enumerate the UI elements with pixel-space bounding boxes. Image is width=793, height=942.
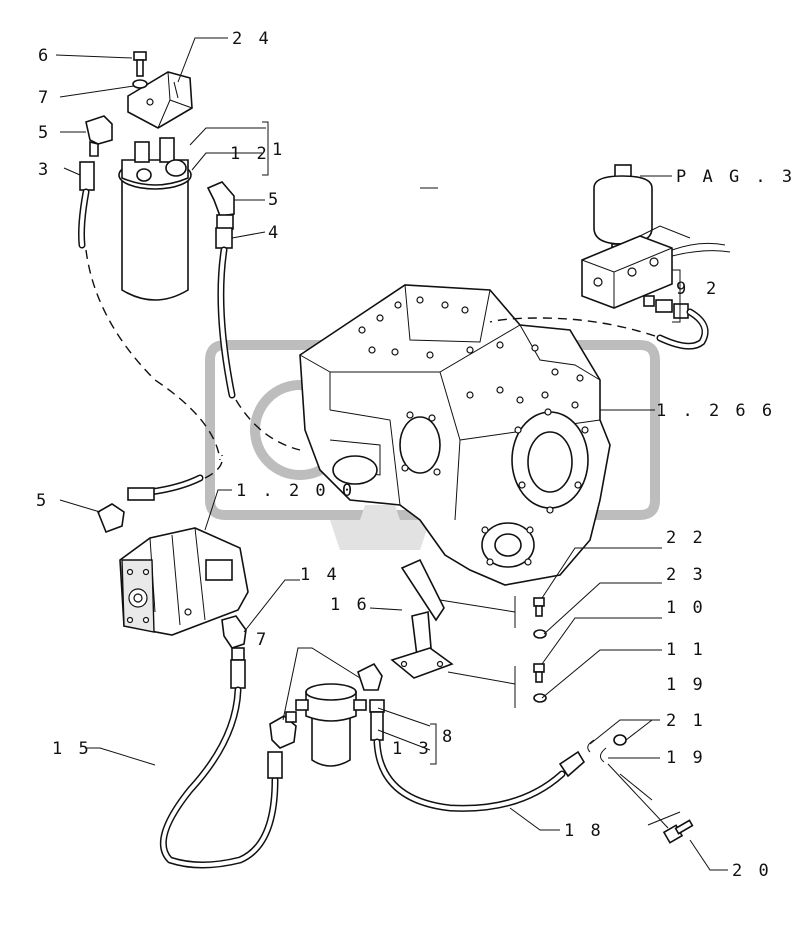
hose-3 [78, 161, 95, 249]
pedal-bracket-16 [390, 558, 454, 679]
callout-labels: 2 4 6 7 5 1 1 2 3 5 4 P A G . 3 9 2 1 . … [36, 29, 793, 881]
hose-4 [215, 227, 236, 399]
callout-11: 1 1 [666, 640, 706, 660]
elbow-fitting-7-right [357, 662, 383, 691]
callout-16: 1 6 [330, 595, 370, 615]
hose-routing-dashed [85, 249, 221, 461]
fitting-9 [643, 295, 689, 319]
hydraulic-pump [119, 527, 249, 636]
callout-19-lower: 1 9 [666, 748, 706, 768]
callout-13: 1 3 [392, 739, 432, 759]
elbow-fitting-7-lower [269, 711, 297, 749]
callout-8: 8 [442, 727, 455, 747]
hose-accumulator [489, 308, 709, 350]
callout-12: 1 2 [230, 144, 270, 164]
callout-14: 1 4 [300, 565, 340, 585]
callout-19-upper: 1 9 [666, 675, 706, 695]
screw-6 [133, 51, 147, 77]
filter-13 [295, 683, 367, 767]
screw-20 [662, 819, 694, 844]
callout-23: 2 3 [666, 565, 706, 585]
callout-18: 1 8 [564, 821, 604, 841]
callout-5-upper: 5 [38, 123, 51, 143]
callout-1266: 1 . 2 6 6 [656, 401, 775, 421]
elbow-fitting-5-right [206, 181, 235, 230]
clip-19-lower [600, 747, 607, 763]
callout-24: 2 4 [232, 29, 272, 49]
callout-5-right: 5 [268, 190, 281, 210]
callout-6: 6 [38, 46, 51, 66]
hose-15 [159, 659, 283, 869]
callout-2: 2 [706, 279, 719, 299]
elbow-fitting-14 [221, 615, 247, 661]
callout-3: 3 [38, 160, 51, 180]
callout-5-pump: 5 [36, 491, 49, 511]
hose-18 [369, 699, 586, 812]
oil-filter-12 [118, 137, 192, 301]
accumulator-valve-assembly [581, 164, 731, 309]
bracket-24 [127, 71, 193, 129]
o-ring-21 [613, 734, 627, 746]
washer-7 [132, 79, 148, 89]
housing-bolt-holes [358, 296, 589, 566]
callout-7-upper: 7 [38, 88, 51, 108]
transmission-housing [299, 284, 611, 586]
screws-22-10 [533, 597, 547, 703]
callout-21: 2 1 [666, 711, 706, 731]
callout-pag3: P A G . 3 [676, 167, 793, 187]
leader-lines [55, 37, 728, 871]
callout-1200: 1 . 2 0 0 [236, 481, 355, 501]
clip-19-upper [587, 739, 595, 753]
callout-4: 4 [268, 223, 281, 243]
callout-9: 9 [676, 279, 689, 299]
callout-7-lower: 7 [256, 630, 269, 650]
elbow-fitting-5-top [85, 115, 113, 157]
callout-20: 2 0 [732, 861, 772, 881]
elbow-fitting-5-pump [96, 503, 125, 534]
callout-10: 1 0 [666, 598, 706, 618]
hose-routing-dashed-2 [235, 399, 301, 451]
hose-to-pump [127, 454, 224, 501]
callout-15: 1 5 [52, 739, 92, 759]
callout-22: 2 2 [666, 528, 706, 548]
callout-1: 1 [272, 140, 285, 160]
